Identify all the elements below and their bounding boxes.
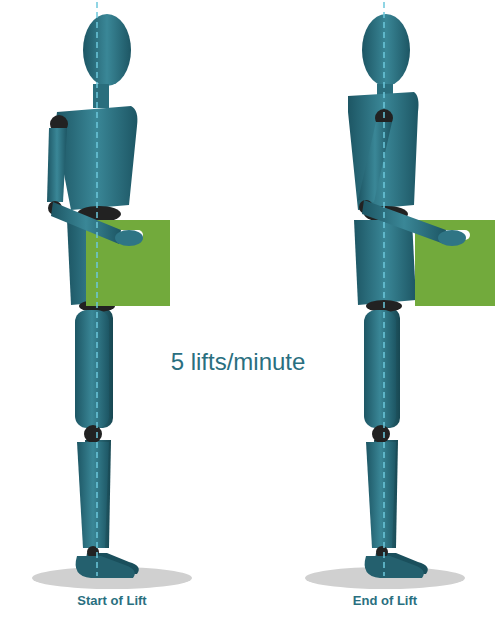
mannequin-start (47, 2, 170, 578)
foot (76, 556, 135, 578)
mannequin-end (348, 2, 495, 578)
foot (365, 556, 424, 578)
knee-joint (84, 425, 102, 443)
forearm (51, 202, 121, 244)
pelvis (354, 220, 416, 305)
thigh (364, 310, 396, 428)
frequency-label: 5 lifts/minute (171, 348, 306, 376)
balance-line (383, 2, 385, 576)
knee-joint (372, 425, 390, 443)
hand (115, 230, 143, 246)
phase-label: End of Lift (353, 593, 417, 608)
upper-arm (358, 122, 392, 202)
hand (438, 230, 466, 246)
shin (366, 442, 396, 548)
upper-arm (47, 128, 67, 202)
thigh (75, 310, 109, 428)
head (83, 14, 131, 86)
head (362, 14, 410, 86)
phase-label: Start of Lift (77, 593, 146, 608)
neck (93, 84, 109, 108)
balance-line (96, 2, 98, 576)
forearm (362, 200, 446, 244)
shin (77, 442, 109, 548)
